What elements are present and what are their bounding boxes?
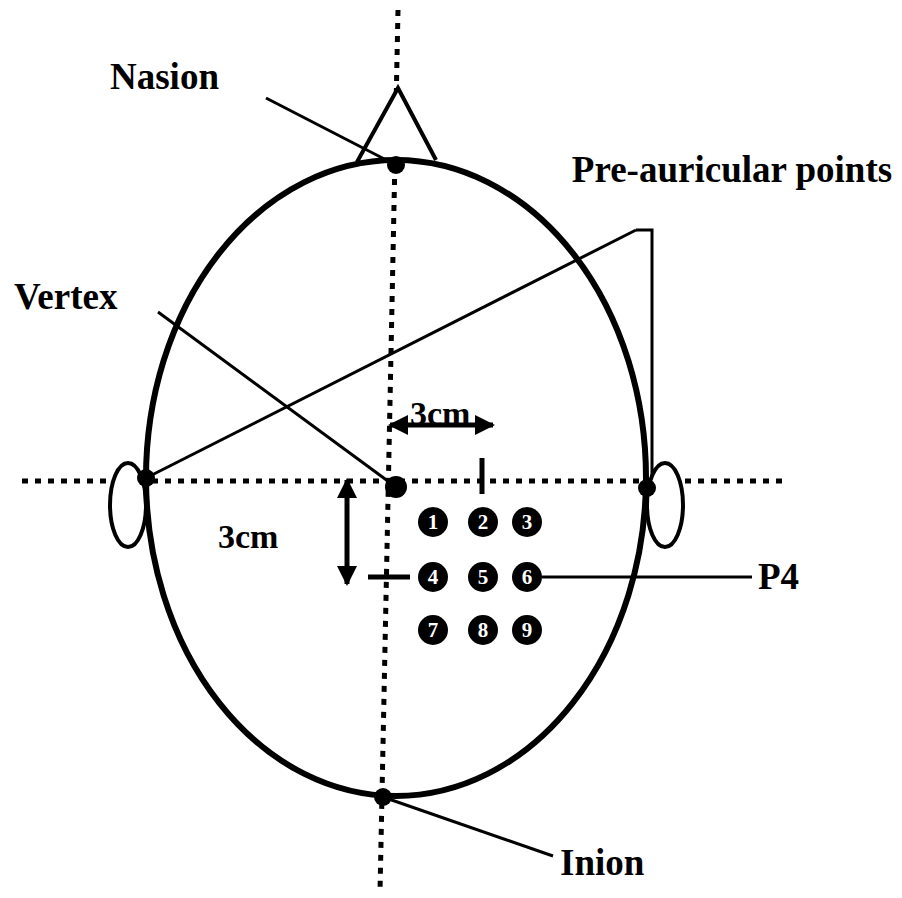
electrode-label: P4 (758, 556, 799, 599)
stimulation-site: 5 (468, 562, 498, 592)
dimension-arrow (345, 480, 350, 584)
landmark-label: Pre-auricular points (568, 142, 896, 198)
leader-line (146, 230, 636, 478)
landmark-label: Inion (560, 842, 644, 885)
dimension-tick (368, 575, 410, 580)
leader-line (542, 576, 752, 579)
stimulation-site: 2 (468, 507, 498, 537)
stimulation-site: 1 (418, 507, 448, 537)
callout-number: 2 (478, 512, 489, 533)
dimension-label: 3cm (218, 517, 278, 556)
head-outline (146, 160, 646, 796)
stimulation-site: 7 (418, 615, 448, 645)
callout-number: 5 (478, 567, 489, 588)
callout-number: 8 (478, 620, 489, 641)
callout-number: 6 (522, 567, 533, 588)
stimulation-site: 6 (512, 562, 542, 592)
stimulation-site: 4 (418, 562, 448, 592)
callout-number: 3 (522, 512, 533, 533)
dimension-label: 3cm (410, 394, 470, 433)
callout-number: 4 (428, 567, 439, 588)
callout-number: 9 (522, 620, 533, 641)
leader-line (636, 230, 652, 476)
landmark-label: Vertex (14, 276, 117, 319)
leader-line (158, 312, 396, 487)
stimulation-site: 3 (512, 507, 542, 537)
stimulation-site: 8 (468, 615, 498, 645)
callout-number: 7 (428, 620, 439, 641)
dimension-tick (480, 458, 485, 494)
landmark-label: Nasion (110, 56, 219, 99)
callout-number: 1 (428, 512, 439, 533)
preauricular-dot (638, 479, 656, 497)
stimulation-site: 9 (512, 615, 542, 645)
leader-line (266, 98, 396, 165)
leader-line (383, 797, 553, 856)
